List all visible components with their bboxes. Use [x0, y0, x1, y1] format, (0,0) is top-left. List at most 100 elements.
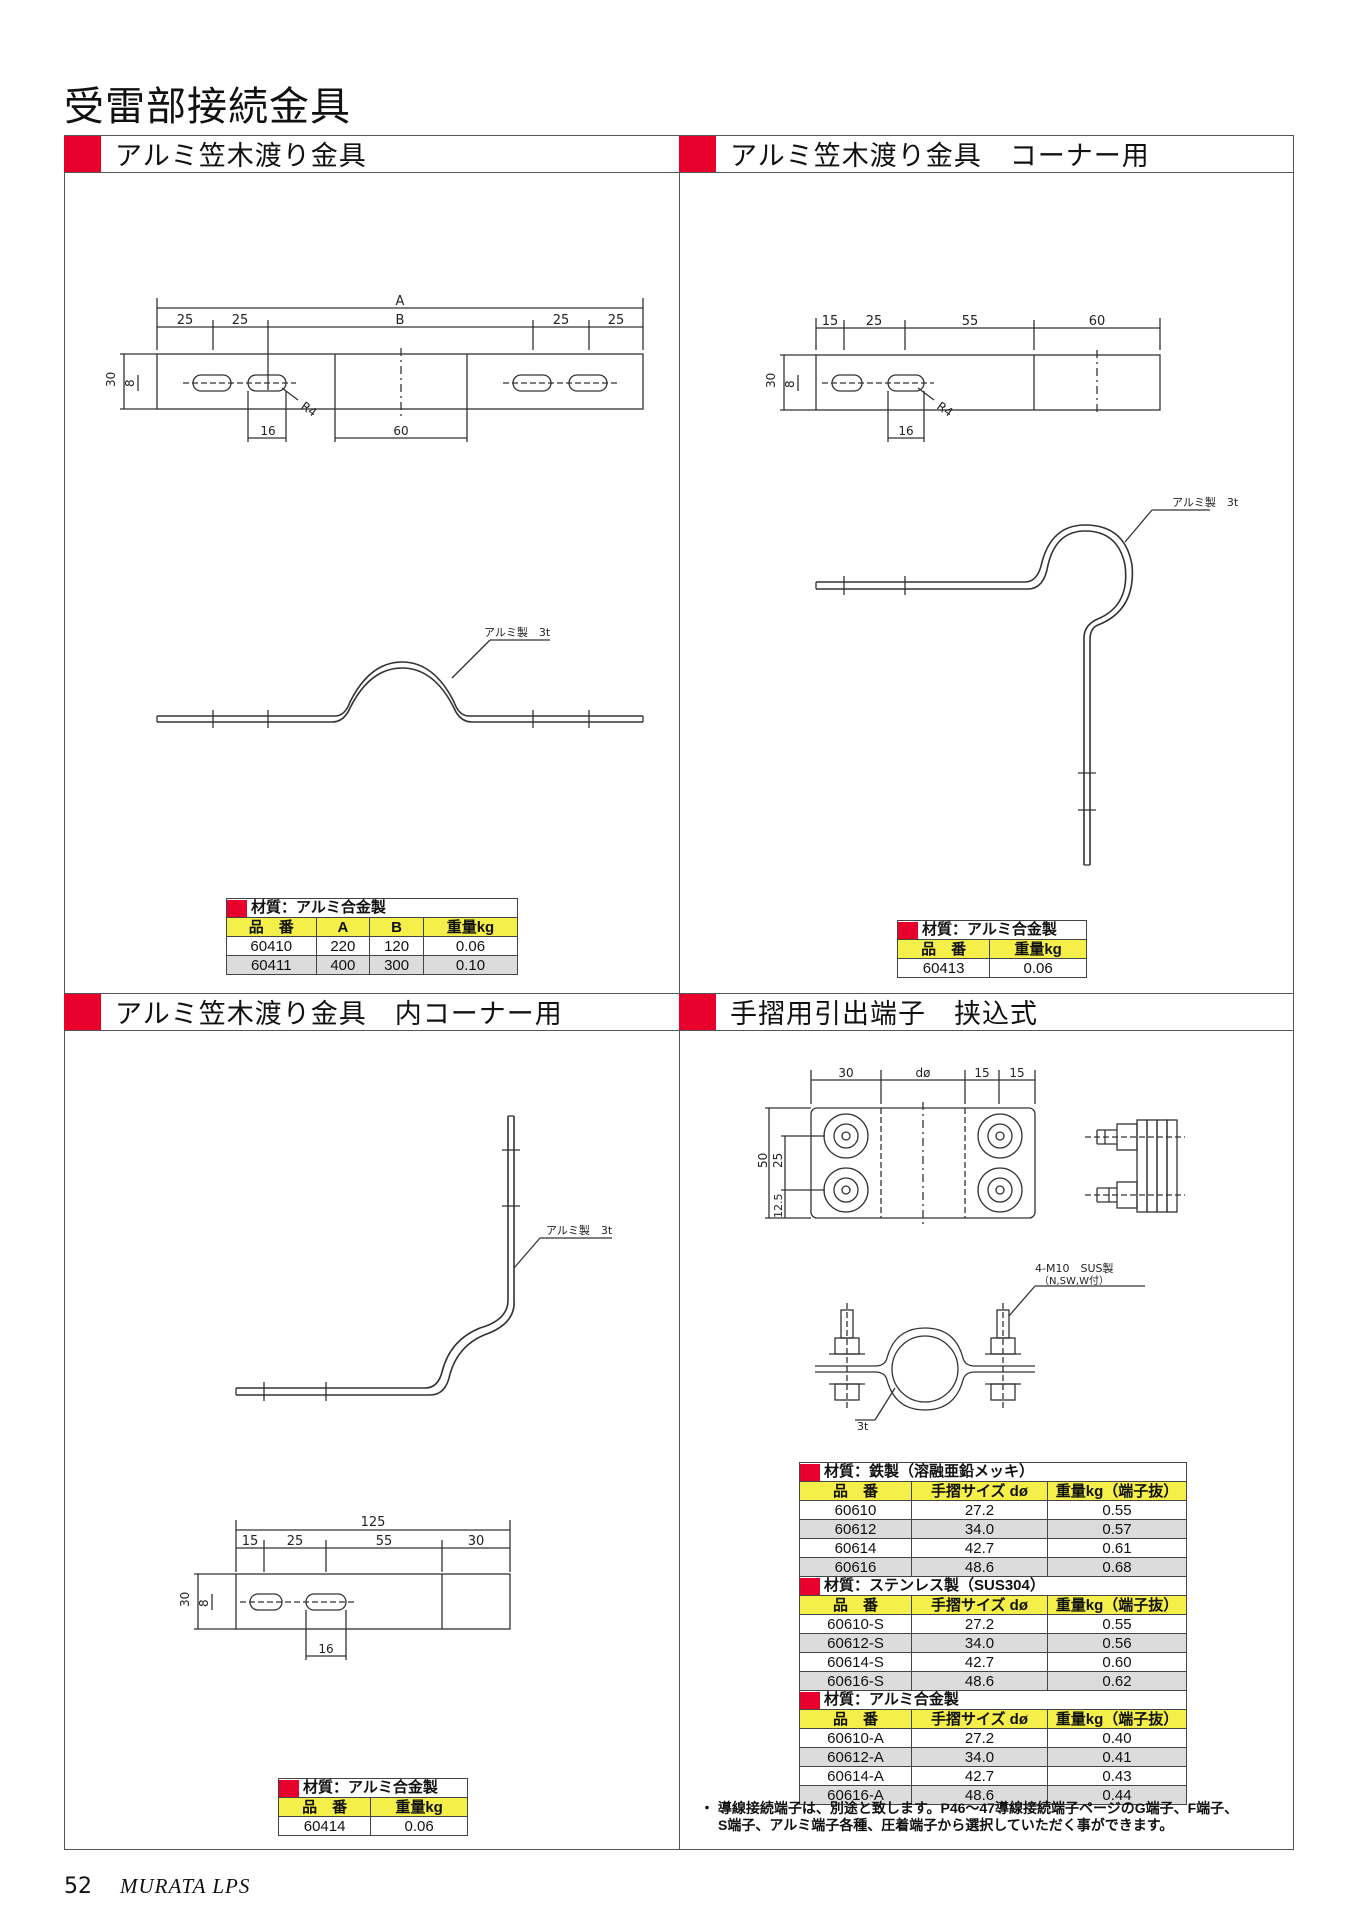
table-cell: 400	[315, 955, 371, 975]
spec-table-4: 材質：鉄製（溶融亜鉛メッキ） 品 番 手摺サイズ dø 重量kg（端子抜） 60…	[799, 1462, 1187, 1805]
table-cell: 0.43	[1047, 1766, 1187, 1786]
red-marker-icon	[679, 993, 716, 1030]
material-cell: 材質：アルミ合金製	[897, 920, 1087, 940]
table-cell: 60410	[226, 936, 317, 956]
table-cell: 42.7	[911, 1766, 1048, 1786]
dim-label: 30	[178, 1592, 192, 1607]
dim-label: 16	[260, 424, 275, 438]
dim-label: 15	[242, 1534, 259, 1549]
section-title: アルミ笠木渡り金具 コーナー用	[730, 141, 1150, 172]
red-marker-icon	[800, 1691, 820, 1709]
red-marker-icon	[800, 1463, 820, 1481]
dim-label: 16	[898, 424, 913, 438]
table-cell: 42.7	[911, 1652, 1048, 1672]
table-cell: 0.56	[1047, 1633, 1187, 1653]
material-cell: 材質：アルミ合金製	[226, 898, 518, 918]
table-cell: 60616-A	[799, 1785, 912, 1805]
dim-label: B	[396, 313, 405, 328]
dim-label: 60	[1089, 314, 1106, 329]
table-cell: 120	[369, 936, 424, 956]
header-cell: 品 番	[277, 1797, 372, 1817]
section-header-4: 手摺用引出端子 挟込式	[679, 993, 1294, 1031]
table-cell: 0.44	[1047, 1785, 1187, 1805]
bolt-sub-label: （N,SW,W付）	[1039, 1274, 1109, 1287]
table-cell: 300	[369, 955, 424, 975]
red-marker-icon	[64, 993, 101, 1030]
table-cell: 0.57	[1047, 1519, 1187, 1539]
table-cell: 0.61	[1047, 1538, 1187, 1558]
header-cell: 手摺サイズ dø	[911, 1709, 1048, 1729]
dim-label: 30	[468, 1534, 485, 1549]
red-marker-icon	[227, 899, 247, 917]
header-cell: 重量kg（端子抜）	[1047, 1481, 1187, 1501]
table-cell: 0.06	[422, 936, 519, 956]
page-title: 受雷部接続金具	[64, 84, 351, 130]
table-cell: 60612	[799, 1519, 912, 1539]
dim-label: 30	[764, 373, 778, 388]
section-title: 手摺用引出端子 挟込式	[730, 999, 1038, 1030]
table-cell: 60414	[277, 1816, 372, 1836]
header-cell: 手摺サイズ dø	[911, 1595, 1048, 1615]
dim-label: R4	[298, 399, 319, 420]
material-label: アルミ製 3t	[546, 1223, 613, 1237]
table-cell: 34.0	[911, 1519, 1048, 1539]
table-cell: 42.7	[911, 1538, 1048, 1558]
drawing-corner-bracket: 15 25 55 60 30 8 R4 16 アルミ製 3t	[764, 314, 1239, 866]
dim-label: 25	[287, 1534, 304, 1549]
material-label: 材質：ステンレス製（SUS304）	[824, 1577, 1045, 1595]
table-cell: 60610	[799, 1500, 912, 1520]
red-marker-icon	[898, 921, 918, 939]
section-header-3: アルミ笠木渡り金具 内コーナー用	[64, 993, 679, 1031]
footnote-line: ・ 導線接続端子は、別途と致します。P46〜47導線接続端子ページのG端子、F端…	[700, 1800, 1239, 1816]
table-cell: 0.10	[422, 955, 519, 975]
column-divider	[679, 135, 680, 1850]
header-cell: 重量kg（端子抜）	[1047, 1595, 1187, 1615]
material-label: 材質：アルミ合金製	[922, 921, 1057, 939]
table-cell: 0.55	[1047, 1500, 1187, 1520]
drawing-straight-bracket: A B 25 25 25 25 30 8 R4 16 60 アルミ製 3t	[104, 294, 644, 728]
page-number: 52	[64, 1874, 92, 1899]
header-cell: 重量kg	[989, 939, 1087, 959]
red-marker-icon	[800, 1577, 820, 1595]
dim-label: 12.5	[772, 1194, 785, 1219]
table-cell: 48.6	[911, 1671, 1048, 1691]
table-cell: 0.62	[1047, 1671, 1187, 1691]
dim-label: 8	[197, 1599, 211, 1607]
material-label: 材質：アルミ合金製	[824, 1691, 959, 1709]
material-label: 材質：アルミ合金製	[251, 899, 386, 917]
header-cell: 重量kg	[422, 917, 519, 937]
section-header-1: アルミ笠木渡り金具	[64, 135, 679, 173]
dim-label: 50	[756, 1153, 770, 1168]
header-cell: B	[369, 917, 424, 937]
material-label: アルミ製 3t	[484, 625, 551, 639]
table-cell: 0.41	[1047, 1747, 1187, 1767]
header-cell: 品 番	[799, 1481, 912, 1501]
footnote: ・ 導線接続端子は、別途と致します。P46〜47導線接続端子ページのG端子、F端…	[700, 1800, 1238, 1834]
spec-table-3: 材質：アルミ合金製 品 番 重量kg 60414 0.06	[277, 1778, 468, 1836]
table-cell: 34.0	[911, 1633, 1048, 1653]
header-cell: 品 番	[799, 1709, 912, 1729]
dim-label: 16	[318, 1642, 333, 1656]
table-cell: 0.55	[1047, 1614, 1187, 1634]
table-cell: 60614-S	[799, 1652, 912, 1672]
section-header-2: アルミ笠木渡り金具 コーナー用	[679, 135, 1294, 173]
table-cell: 220	[315, 936, 371, 956]
dim-label: 30	[104, 372, 118, 387]
material-label: アルミ製 3t	[1172, 495, 1239, 509]
dim-label: 25	[177, 313, 194, 328]
thickness-label: 3t	[857, 1420, 869, 1433]
table-cell: 60614-A	[799, 1766, 912, 1786]
table-cell: 0.06	[989, 958, 1087, 978]
material-label: 材質：鉄製（溶融亜鉛メッキ）	[824, 1463, 1035, 1481]
brand-name: MURATA LPS	[120, 1874, 251, 1898]
red-marker-icon	[679, 135, 716, 172]
table-cell: 0.60	[1047, 1652, 1187, 1672]
material-cell: 材質：鉄製（溶融亜鉛メッキ）	[799, 1462, 1187, 1482]
dim-label: 8	[123, 379, 137, 387]
dim-label: 25	[232, 313, 249, 328]
section-title: アルミ笠木渡り金具 内コーナー用	[115, 999, 563, 1030]
table-cell: 60616	[799, 1557, 912, 1577]
header-cell: 品 番	[896, 939, 991, 959]
dim-label: 8	[783, 380, 797, 388]
dim-label: R4	[934, 399, 955, 420]
